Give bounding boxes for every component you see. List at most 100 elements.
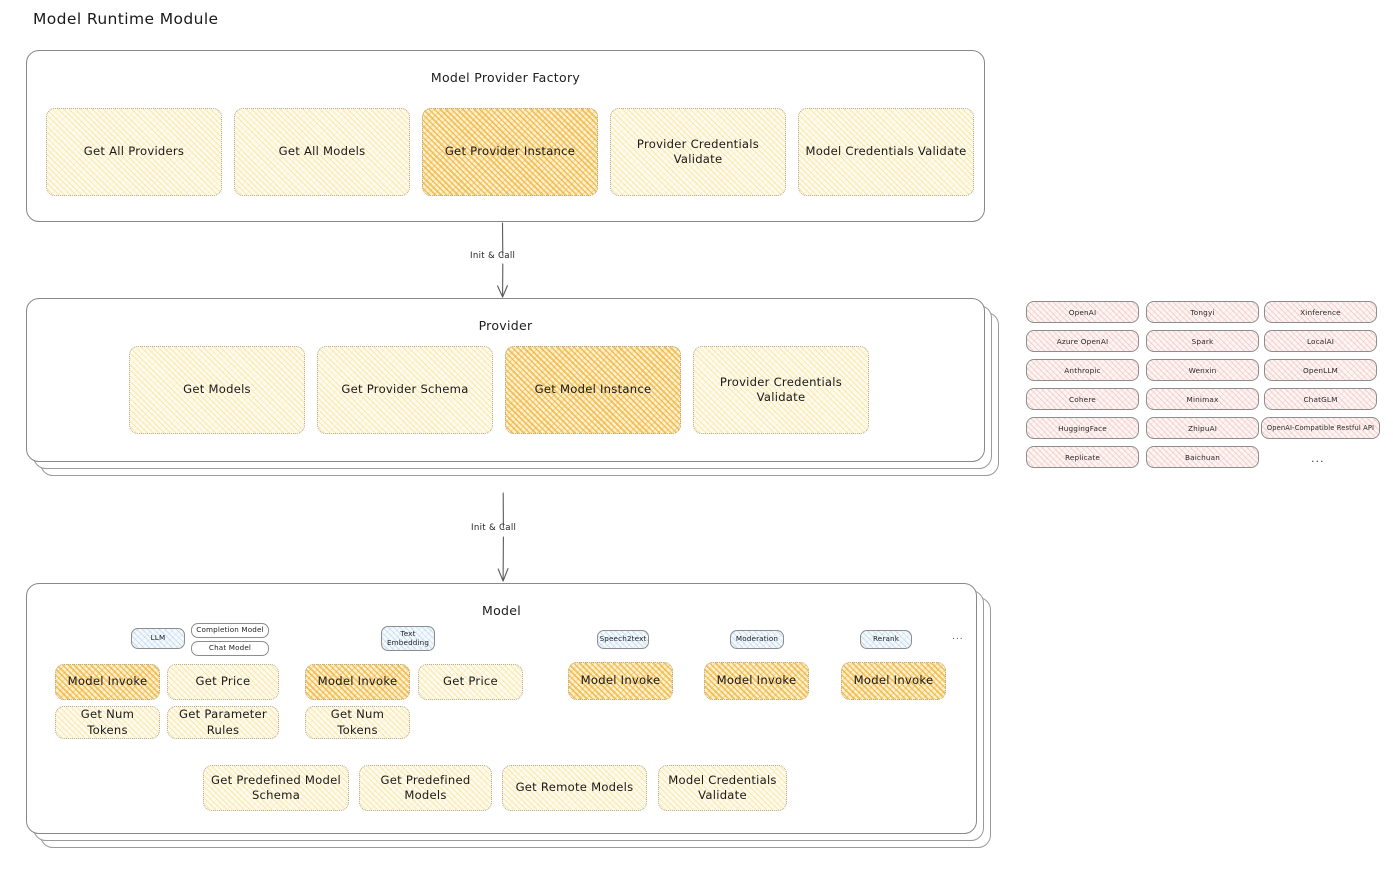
page-title: Model Runtime Module: [33, 10, 219, 28]
provider-title: Provider: [478, 318, 533, 333]
llm-box-label: Get Num Tokens: [80, 707, 135, 737]
provider-pill-replicate[interactable]: Replicate: [1026, 446, 1139, 468]
llm-box-get-num-tokens[interactable]: Get Num Tokens: [55, 706, 160, 739]
model-subbadge-chat-model[interactable]: Chat Model: [191, 641, 269, 656]
model-title: Model: [481, 603, 522, 618]
provider-pill-openllm[interactable]: OpenLLM: [1264, 359, 1377, 381]
rerank-box-model-invoke[interactable]: Model Invoke: [841, 662, 946, 700]
factory-box-provider-credentials-validate[interactable]: Provider Credentials Validate: [610, 108, 786, 196]
provider-pill-anthropic[interactable]: Anthropic: [1026, 359, 1139, 381]
text-embedding-box-get-price[interactable]: Get Price: [418, 664, 523, 700]
text-embedding-box-model-invoke[interactable]: Model Invoke: [305, 664, 410, 700]
provider-pill-label: LocalAI: [1306, 336, 1335, 346]
arrow-provider-to-model: Init & Call: [470, 492, 590, 587]
llm-box-label: Get Price: [195, 674, 251, 689]
provider-box-get-model-instance[interactable]: Get Model Instance: [505, 346, 681, 434]
llm-box-label: Get Parameter Rules: [179, 707, 267, 737]
text-embedding-box-get-num-tokens[interactable]: Get Num Tokens: [305, 706, 410, 739]
model-type-badge-moderation[interactable]: Moderation: [730, 630, 784, 649]
model-type-badge-label: Rerank: [872, 634, 900, 644]
model-type-badge-label: Text Embedding: [386, 628, 430, 647]
model-type-badge-llm[interactable]: LLM: [131, 628, 185, 649]
model-common-box-label: Get Remote Models: [515, 780, 634, 795]
factory-box-get-all-models[interactable]: Get All Models: [234, 108, 410, 196]
arrow-provider-to-model-label: Init & Call: [471, 523, 517, 533]
moderation-box-label: Model Invoke: [716, 673, 797, 688]
text-embedding-box-label: Get Price: [443, 674, 498, 689]
llm-box-model-invoke[interactable]: Model Invoke: [55, 664, 160, 700]
model-type-badge-rerank[interactable]: Rerank: [860, 630, 912, 649]
text-embedding-box-label: Get Num Tokens: [330, 707, 385, 737]
model-type-badge-text-embedding[interactable]: Text Embedding: [381, 626, 435, 651]
provider-box-label: Provider Credentials Validate: [719, 374, 843, 404]
arrow-factory-to-provider: Init & Call: [470, 222, 590, 302]
model-subbadge-label: Chat Model: [208, 643, 252, 653]
model-type-badge-speech2text[interactable]: Speech2text: [597, 630, 649, 649]
model-common-box-label: Model Credentials Validate: [668, 772, 777, 802]
provider-pill-cohere[interactable]: Cohere: [1026, 388, 1139, 410]
moderation-box-model-invoke[interactable]: Model Invoke: [704, 662, 809, 700]
provider-pill-openai-compatible-restful-api[interactable]: OpenAI-Compatible Restful API: [1261, 417, 1380, 439]
model-common-box-model-credentials-validate[interactable]: Model Credentials Validate: [658, 765, 787, 811]
provider-pill-label: OpenAI: [1068, 307, 1097, 317]
model-common-box-get-predefined-model-schema[interactable]: Get Predefined Model Schema: [203, 765, 349, 811]
model-common-box-label: Get Predefined Models: [380, 772, 471, 802]
provider-pill-label: Baichuan: [1184, 452, 1221, 462]
model-common-box-label: Get Predefined Model Schema: [211, 772, 341, 802]
model-subbadge-completion-model[interactable]: Completion Model: [191, 623, 269, 638]
factory-box-get-all-providers[interactable]: Get All Providers: [46, 108, 222, 196]
speech2text-box-model-invoke[interactable]: Model Invoke: [568, 662, 673, 700]
factory-box-label: Get All Providers: [83, 144, 185, 159]
provider-box-label: Get Provider Schema: [341, 382, 469, 397]
provider-pill-xinference[interactable]: Xinference: [1264, 301, 1377, 323]
provider-pill-spark[interactable]: Spark: [1146, 330, 1259, 352]
factory-box-label: Get All Models: [278, 144, 366, 159]
provider-pill-label: Cohere: [1069, 394, 1096, 404]
llm-box-get-parameter-rules[interactable]: Get Parameter Rules: [167, 706, 279, 739]
provider-pill-label: OpenAI-Compatible Restful API: [1266, 424, 1375, 432]
model-container: Model LLM Completion Model Chat Model Mo…: [26, 583, 977, 834]
model-subbadge-label: Completion Model: [196, 625, 264, 635]
factory-box-model-credentials-validate[interactable]: Model Credentials Validate: [798, 108, 974, 196]
provider-pill-minimax[interactable]: Minimax: [1146, 388, 1259, 410]
provider-pill-baichuan[interactable]: Baichuan: [1146, 446, 1259, 468]
arrow-factory-to-provider-icon: [497, 222, 508, 298]
provider-pill-localai[interactable]: LocalAI: [1264, 330, 1377, 352]
model-type-badge-label: Speech2text: [599, 634, 647, 644]
provider-pill-label: Replicate: [1064, 452, 1101, 462]
provider-pill-zhipuai[interactable]: ZhipuAI: [1146, 417, 1259, 439]
provider-pill-chatglm[interactable]: ChatGLM: [1264, 388, 1377, 410]
provider-container: Provider Get Models Get Provider Schema …: [26, 298, 985, 462]
provider-pill-label: ChatGLM: [1303, 394, 1338, 404]
model-types-more-ellipsis: ...: [952, 632, 964, 642]
model-common-box-get-remote-models[interactable]: Get Remote Models: [502, 765, 647, 811]
provider-pill-openai[interactable]: OpenAI: [1026, 301, 1139, 323]
factory-box-get-provider-instance[interactable]: Get Provider Instance: [422, 108, 598, 196]
provider-pill-label: Xinference: [1300, 307, 1341, 317]
model-common-box-get-predefined-models[interactable]: Get Predefined Models: [359, 765, 492, 811]
provider-pill-huggingface[interactable]: HuggingFace: [1026, 417, 1139, 439]
provider-pill-azure-openai[interactable]: Azure OpenAI: [1026, 330, 1139, 352]
provider-box-get-provider-schema[interactable]: Get Provider Schema: [317, 346, 493, 434]
provider-pill-tongyi[interactable]: Tongyi: [1146, 301, 1259, 323]
provider-box-label: Get Model Instance: [534, 382, 652, 397]
model-type-badge-label: Moderation: [735, 634, 779, 644]
provider-list-more-ellipsis: ...: [1311, 452, 1325, 465]
factory-box-label: Model Credentials Validate: [805, 144, 967, 159]
provider-pill-label: Anthropic: [1064, 365, 1101, 375]
arrow-provider-to-model-icon: [497, 492, 509, 582]
provider-box-label: Get Models: [183, 382, 251, 397]
model-provider-factory-title: Model Provider Factory: [430, 70, 581, 85]
provider-pill-wenxin[interactable]: Wenxin: [1146, 359, 1259, 381]
provider-pill-label: Tongyi: [1190, 307, 1215, 317]
provider-pill-label: ZhipuAI: [1187, 423, 1218, 433]
provider-box-get-models[interactable]: Get Models: [129, 346, 305, 434]
llm-box-label: Model Invoke: [67, 674, 148, 689]
provider-box-provider-credentials-validate[interactable]: Provider Credentials Validate: [693, 346, 869, 434]
factory-box-label: Provider Credentials Validate: [636, 136, 760, 166]
llm-box-get-price[interactable]: Get Price: [167, 664, 279, 700]
provider-pill-label: Azure OpenAI: [1056, 336, 1109, 346]
provider-pill-label: OpenLLM: [1303, 365, 1338, 375]
provider-pill-label: Spark: [1191, 336, 1214, 346]
speech2text-box-label: Model Invoke: [580, 673, 661, 688]
